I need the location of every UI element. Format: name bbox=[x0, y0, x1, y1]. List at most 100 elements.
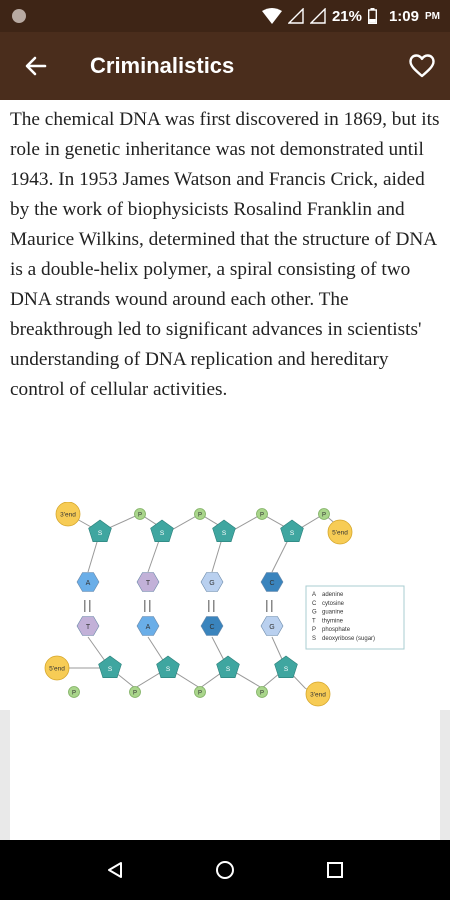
legend-code: G bbox=[312, 610, 317, 616]
base-label-top: T bbox=[146, 580, 151, 587]
phosphate-mark bbox=[318, 508, 330, 520]
arrow-left-icon bbox=[25, 56, 47, 76]
legend-code: P bbox=[312, 627, 316, 633]
legend-box bbox=[305, 585, 405, 650]
phosphate-label: P bbox=[260, 513, 264, 519]
heart-outline-icon bbox=[409, 54, 435, 78]
app-bar: Criminalistics bbox=[0, 32, 450, 100]
phosphate-label: P bbox=[138, 513, 142, 519]
article-content[interactable]: The chemical DNA was first discovered in… bbox=[0, 100, 450, 840]
strand-end-mark bbox=[305, 681, 331, 707]
phosphate-label: P bbox=[72, 691, 76, 697]
legend-name: phosphate bbox=[322, 627, 351, 633]
phosphate-label: P bbox=[260, 691, 264, 697]
triangle-back-icon bbox=[108, 862, 122, 878]
base-mark-bottom bbox=[76, 616, 100, 636]
nav-back-button[interactable] bbox=[85, 840, 145, 900]
base-mark-top bbox=[136, 572, 160, 592]
base-mark-top bbox=[200, 572, 224, 592]
legend-code: T bbox=[312, 618, 316, 624]
back-button[interactable] bbox=[0, 32, 72, 100]
base-label-top: G bbox=[209, 580, 214, 587]
base-mark-bottom bbox=[136, 616, 160, 636]
sugar-mark bbox=[98, 655, 122, 678]
nav-recents-button[interactable] bbox=[305, 840, 365, 900]
legend-code: S bbox=[312, 636, 316, 642]
base-label-bottom: C bbox=[209, 624, 214, 631]
article-paragraph: The chemical DNA was first discovered in… bbox=[10, 109, 440, 400]
notification-dot-icon bbox=[12, 9, 26, 23]
phosphate-mark bbox=[256, 508, 268, 520]
sugar-label: S bbox=[290, 530, 295, 537]
base-label-bottom: T bbox=[86, 624, 91, 631]
bottom-backbone bbox=[55, 667, 316, 695]
strand-end-mark bbox=[55, 502, 81, 527]
legend-name: deoxyribose (sugar) bbox=[322, 636, 375, 642]
sugar-mark bbox=[216, 655, 240, 678]
legend-name: adenine bbox=[322, 592, 344, 598]
status-bar: 21% 1:09 PM bbox=[0, 0, 450, 32]
sugar-label: S bbox=[166, 666, 171, 673]
phosphate-mark bbox=[134, 508, 146, 520]
strand-end-mark bbox=[44, 655, 70, 681]
sugar-label: S bbox=[284, 666, 289, 673]
strand-connectors bbox=[87, 531, 293, 669]
phosphate-mark bbox=[68, 686, 80, 698]
base-mark-top bbox=[76, 572, 100, 592]
sugar-mark bbox=[150, 519, 174, 543]
hydrogen-bonds bbox=[84, 600, 273, 612]
strand-end-label: 5'end bbox=[49, 666, 65, 673]
base-label-top: A bbox=[86, 580, 91, 587]
sugar-label: S bbox=[222, 530, 227, 537]
legend-code: A bbox=[312, 592, 316, 598]
phosphate-label: P bbox=[133, 691, 137, 697]
favorite-button[interactable] bbox=[394, 32, 450, 100]
base-label-top: C bbox=[269, 580, 274, 587]
sugar-label: S bbox=[98, 530, 103, 537]
legend-code: C bbox=[312, 601, 317, 607]
strand-end-label: 3'end bbox=[310, 692, 326, 699]
base-mark-bottom bbox=[200, 616, 224, 636]
legend-name: cytosine bbox=[322, 601, 345, 607]
clock-ampm: PM bbox=[425, 10, 440, 22]
sugar-label: S bbox=[160, 530, 165, 537]
legend-name: guanine bbox=[322, 610, 344, 616]
phosphate-mark bbox=[194, 686, 206, 698]
top-backbone bbox=[67, 513, 346, 533]
base-label-bottom: A bbox=[146, 624, 151, 631]
signal-icon-2 bbox=[309, 8, 326, 24]
strand-end-label: 5'end bbox=[332, 530, 348, 537]
circle-home-icon bbox=[216, 861, 234, 879]
sugar-mark bbox=[274, 655, 298, 678]
battery-icon bbox=[367, 8, 377, 24]
legend-name: thymine bbox=[322, 618, 344, 624]
square-recents-icon bbox=[327, 862, 343, 878]
phosphate-mark bbox=[194, 508, 206, 520]
base-mark-top bbox=[260, 572, 284, 592]
page-title: Criminalistics bbox=[90, 53, 235, 78]
phosphate-label: P bbox=[322, 513, 326, 519]
sugar-mark bbox=[88, 519, 112, 543]
status-indicators: 21% 1:09 PM bbox=[261, 7, 440, 25]
strand-end-label: 3'end bbox=[60, 512, 76, 519]
sugar-mark bbox=[280, 519, 304, 543]
ad-card bbox=[10, 710, 440, 840]
base-mark-bottom bbox=[260, 616, 284, 636]
sugar-mark bbox=[156, 655, 180, 678]
system-navigation-bar bbox=[0, 840, 450, 900]
strand-end-mark bbox=[327, 519, 353, 545]
phosphate-label: P bbox=[198, 513, 202, 519]
nav-home-button[interactable] bbox=[195, 840, 255, 900]
base-label-bottom: G bbox=[269, 624, 274, 631]
wifi-icon bbox=[261, 8, 282, 24]
signal-icon bbox=[287, 8, 304, 24]
phosphate-mark bbox=[256, 686, 268, 698]
sugar-mark bbox=[212, 519, 236, 543]
sugar-label: S bbox=[108, 666, 113, 673]
clock-time: 1:09 bbox=[388, 7, 419, 25]
phosphate-mark bbox=[129, 686, 141, 698]
